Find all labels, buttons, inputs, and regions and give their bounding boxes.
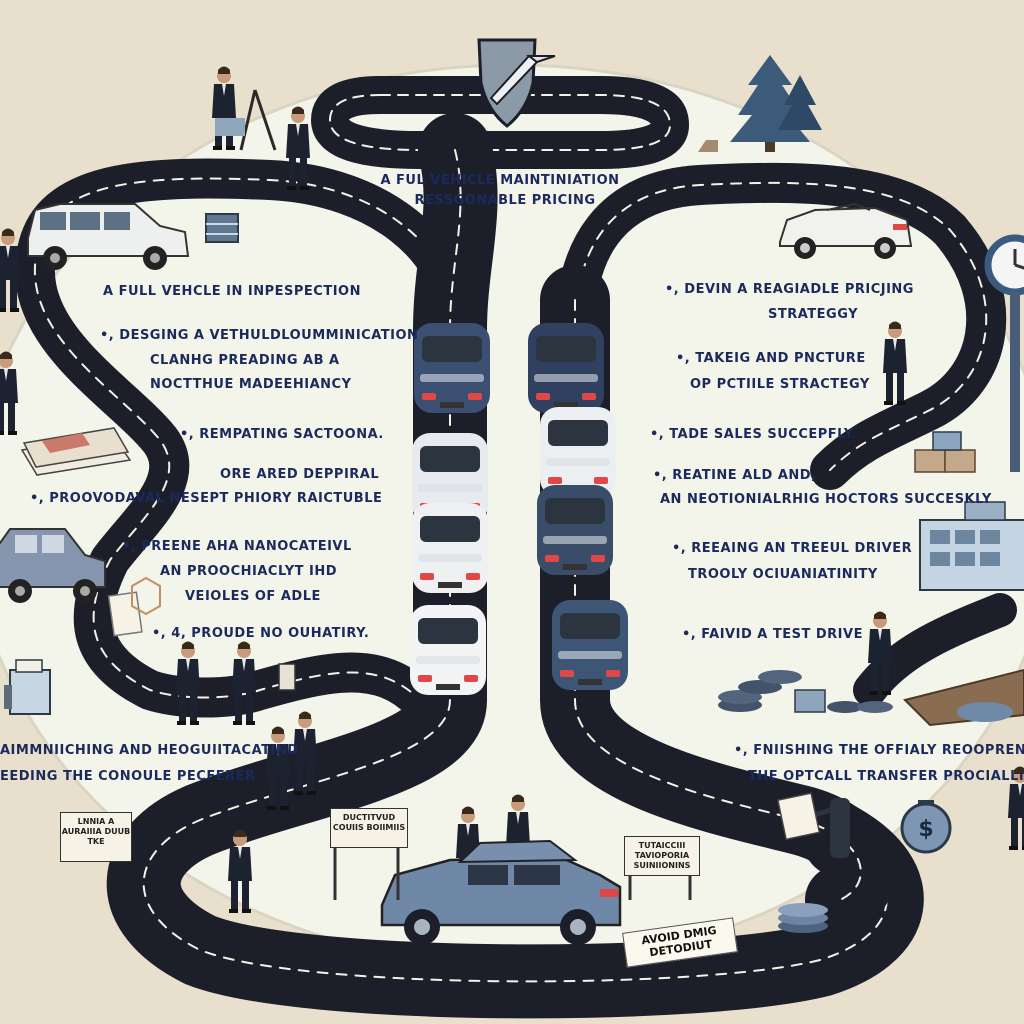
right-step-5: •, REEAING AN TREEUL DRIVER [672,541,913,556]
car-icon [412,503,488,593]
left-step-5: •, PREENE AHA NANOCATEIVL [122,539,352,554]
right-step-1-line-2: STRATEGGY [768,307,859,322]
sign-bottom-left: LNNIA A AURAIIIA DUUB TKE [60,812,132,862]
cash-stack-icon [205,213,239,243]
dollar-coin-icon: $ [900,800,952,854]
title-line-1: A FUL VEHICLE MAINTINIATION [380,173,620,188]
car-icon [528,323,604,413]
car-icon [537,485,613,575]
document-icon [776,792,821,841]
right-step-2: •, TAKEIG AND PNCTURE [676,351,866,366]
right-step-4: •, REATINE ALD AND, [653,468,817,483]
left-step-2: •, DESGING A VETHULDLOUMMINICATION [100,328,419,343]
clipboard-icon [278,663,296,691]
tire-stack-icon [718,670,893,713]
mailbox-icon [4,659,51,715]
surveyor-tripod-icon [215,89,277,151]
right-step-5-line-2: TROOLY OCIUANIATINITY [688,567,878,582]
car-icon [380,839,622,945]
left-step-7: AIMMNIICHING AND HEOGUIITACATIND [0,743,299,758]
person-icon [0,228,20,312]
sign-center: DUCTITVUD COUIIS BOIIMIIS [330,808,408,848]
car-icon [552,600,628,690]
car-column-left [410,323,490,695]
left-step-4: ORE ARED DEPPIRAL [220,467,380,482]
svg-text:$: $ [918,817,933,842]
left-step-6: •, 4, PROUDE NO OUHATIRY. [152,626,370,641]
clock-icon [984,234,1024,472]
left-step-3: •, REMPATING SACTOONA. [180,427,384,442]
left-step-2-line-2: CLANHG PREADING AB A [150,353,340,368]
right-step-3: •, TADE SALES SUCCEPFLY. [650,427,858,442]
left-step-1: A FULL VEHCLE IN INPESPECTION [103,284,361,299]
car-icon [0,528,106,603]
car-icon [540,407,616,497]
right-step-1: •, DEVIN A REAGIADLE PRICJING [665,282,914,297]
right-step-6: •, FAIVID A TEST DRIVE [682,627,863,642]
coin-stack-icon [778,903,828,933]
car-icon [414,323,490,413]
delivery-truck-icon [919,501,1024,591]
sign-right: TUTAICCIII TAVIOPORIA SUINIIONINS [624,836,700,876]
boxes-icon [914,431,976,473]
right-step-4-line-2: AN NEOTIONIALRHIG HOCTORS SUCCESKLY [660,492,992,507]
shield-icon [477,38,556,128]
left-step-7-line-2: EEDING THE CONOULE PECFERER [0,769,256,784]
road-right-lower [853,593,1017,707]
left-step-5-line-3: VEIOLES OF ADLE [185,589,321,604]
left-step-4-line-2: •, PROOVODAVAL NESEPT PHIORY RAICTUBLE [30,491,383,506]
background-oval [0,65,1024,965]
right-step-7: •, FNIISHING THE OFFIALY REOOPRENIALY [734,743,1024,758]
car-icon [779,202,913,259]
car-icon [410,605,486,695]
pine-tree-icon [730,55,822,152]
left-step-5-line-2: AN PROOCHIACLYT IHD [160,564,338,579]
car-icon [27,203,190,270]
document-stack-icon [20,427,132,476]
right-step-2-line-2: OP PCTIILE STRACTEGY [690,377,870,392]
title-line-2: RESSGONABLE PRICING [414,193,596,208]
left-step-2-line-3: NOCTTHUE MADEEHIANCY [150,377,352,392]
document-icon [107,591,143,637]
right-step-7-line-2: THE OPTCALL TRANSFER PROCIALLI [748,769,1024,784]
